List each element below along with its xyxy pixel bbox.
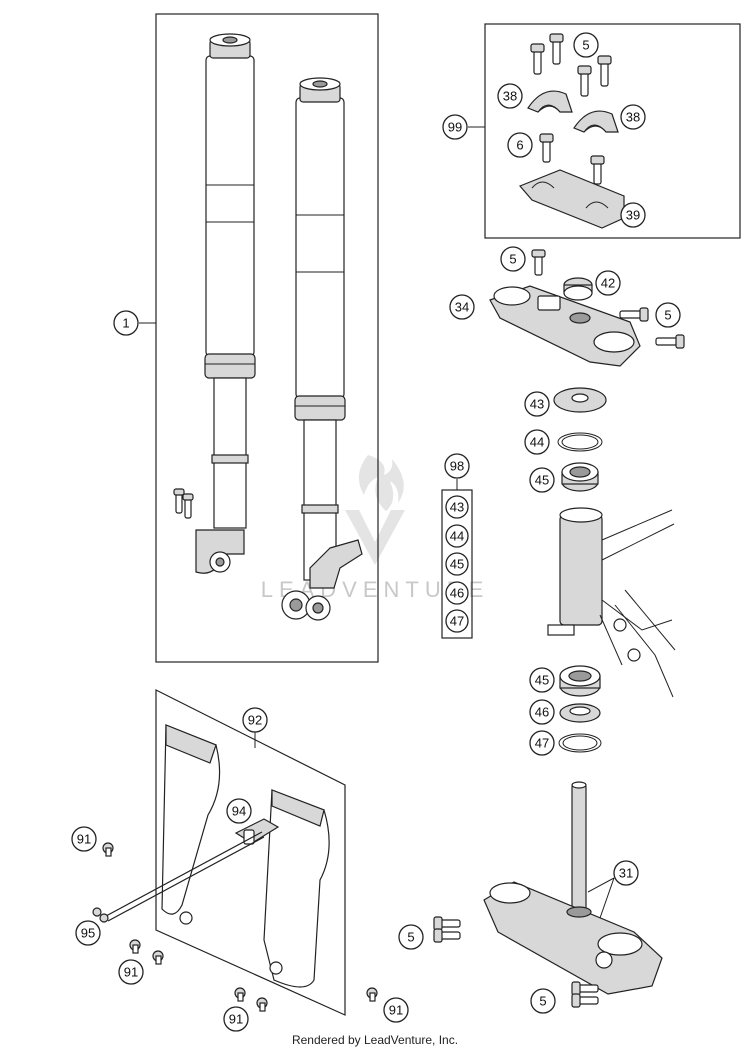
callout-91-c-label: 91 — [229, 1012, 243, 1027]
callout-99-label: 99 — [448, 120, 462, 135]
callout-45-b: 45 — [529, 667, 555, 693]
bearing-cover-top — [553, 387, 607, 413]
callout-5-c-label: 5 — [664, 308, 671, 323]
callout-5-b: 5 — [500, 246, 526, 272]
kit-item-46: 46 — [445, 581, 469, 605]
callout-38-b: 38 — [620, 104, 646, 130]
callout-5-a-label: 5 — [582, 38, 589, 53]
callout-47: 47 — [529, 730, 555, 756]
callout-46-label: 46 — [535, 705, 549, 720]
callout-5-e: 5 — [530, 988, 556, 1014]
callout-95: 95 — [75, 920, 101, 946]
stem-leader-a — [587, 877, 615, 893]
callout-1-label: 1 — [122, 316, 129, 331]
steering-nut — [563, 277, 593, 301]
callout-91-c: 91 — [223, 1006, 249, 1032]
callout-45-b-label: 45 — [535, 673, 549, 688]
handlebar-clamp-kit-frame — [484, 23, 741, 239]
kit-item-44: 44 — [445, 524, 469, 548]
callout-45-a-label: 45 — [535, 473, 549, 488]
kit-item-47: 47 — [445, 609, 469, 633]
callout-44: 44 — [524, 429, 550, 455]
callout-5-b-label: 5 — [509, 252, 516, 267]
callout-43-label: 43 — [530, 397, 544, 412]
callout-95-label: 95 — [81, 926, 95, 941]
callout-94-label: 94 — [232, 804, 246, 819]
kit-item-47-label: 47 — [450, 614, 464, 629]
lower-clamp-screws — [539, 133, 605, 185]
o-ring-bottom — [558, 733, 602, 753]
triple-clamp-screws-lower — [433, 916, 599, 1008]
callout-6: 6 — [507, 132, 533, 158]
callout-91-d-label: 91 — [389, 1003, 403, 1018]
fork-guard-right — [263, 789, 330, 988]
callout-98: 98 — [444, 453, 470, 479]
callout-39: 39 — [620, 202, 646, 228]
long-guard-screw — [92, 831, 265, 923]
callout-46: 46 — [529, 699, 555, 725]
kit-item-45: 45 — [445, 552, 469, 576]
frame-head-tube — [547, 507, 676, 698]
callout-5-d-label: 5 — [407, 930, 414, 945]
callout-1: 1 — [113, 310, 139, 336]
callout-92-label: 92 — [248, 713, 262, 728]
callout-91-d: 91 — [383, 997, 409, 1023]
callout-31-label: 31 — [619, 866, 633, 881]
kit-item-43-label: 43 — [450, 500, 464, 515]
callout-42: 42 — [595, 270, 621, 296]
upper-triple-clamp — [489, 285, 641, 367]
callout-42-label: 42 — [601, 276, 615, 291]
callout-38-a: 38 — [497, 83, 523, 109]
callout-94: 94 — [226, 798, 252, 824]
kit-item-45-label: 45 — [450, 557, 464, 572]
callout-31: 31 — [613, 860, 639, 886]
callout-5-a: 5 — [573, 32, 599, 58]
callout-34-label: 34 — [455, 300, 469, 315]
seal-bottom — [559, 703, 601, 723]
bearing-top — [561, 462, 599, 492]
callout-99: 99 — [442, 114, 468, 140]
fork-leg-left — [195, 33, 256, 574]
render-credit: Rendered by LeadVenture, Inc. — [291, 1033, 459, 1047]
bearing-bottom — [559, 665, 601, 697]
callout-98-label: 98 — [450, 459, 464, 474]
fork-leg-right — [281, 77, 363, 621]
callout-92: 92 — [242, 707, 268, 733]
fork-group-frame — [155, 13, 379, 663]
clamp-screws — [530, 33, 612, 97]
kit-item-46-label: 46 — [450, 586, 464, 601]
axle-clamp-screws — [173, 488, 194, 519]
callout-91-b: 91 — [118, 959, 144, 985]
callout-91-a-label: 91 — [77, 832, 91, 847]
callout-45-a: 45 — [529, 467, 555, 493]
fork-guard-frame — [155, 689, 346, 1016]
kit-item-44-label: 44 — [450, 529, 464, 544]
callout-44-label: 44 — [530, 435, 544, 450]
triple-clamp-screws-upper — [531, 249, 685, 349]
callout-34: 34 — [449, 294, 475, 320]
callout-5-d: 5 — [398, 924, 424, 950]
kit-item-43: 43 — [445, 495, 469, 519]
seal-ring-top — [557, 432, 603, 452]
callout-91-b-label: 91 — [124, 965, 138, 980]
handlebar-mount-base — [518, 169, 625, 229]
guard-bolts — [102, 842, 378, 1012]
stem-leader-b — [599, 877, 615, 919]
callout-5-c: 5 — [655, 302, 681, 328]
upper-clamp-right — [573, 110, 619, 133]
fork-guard-left — [161, 724, 221, 925]
callout-38-a-label: 38 — [503, 89, 517, 104]
callout-5-e-label: 5 — [539, 994, 546, 1009]
upper-clamp-left — [527, 90, 573, 113]
callout-6-label: 6 — [516, 138, 523, 153]
callout-39-label: 39 — [626, 208, 640, 223]
callout-43: 43 — [524, 391, 550, 417]
lower-triple-clamp — [483, 781, 663, 995]
callout-38-b-label: 38 — [626, 110, 640, 125]
callout-91-a: 91 — [71, 826, 97, 852]
callout-47-label: 47 — [535, 736, 549, 751]
